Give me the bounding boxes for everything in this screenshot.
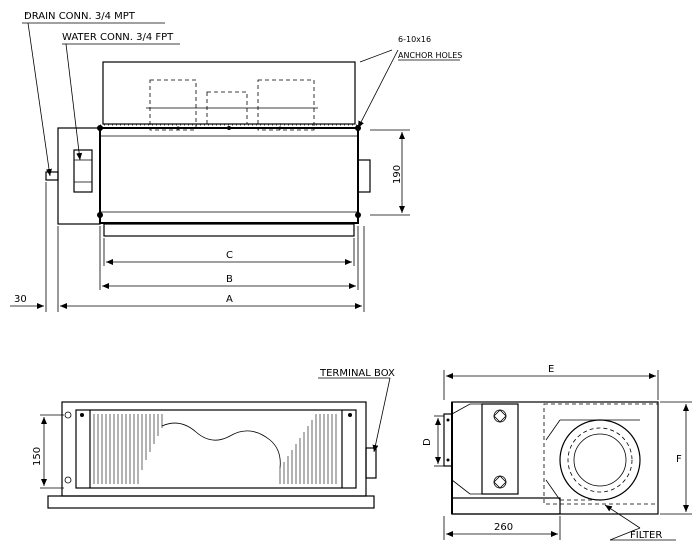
- dim-a-label: A: [226, 294, 233, 305]
- side-view: [434, 370, 692, 541]
- blower-wheel-outer: [559, 419, 641, 501]
- dim-f-label: F: [676, 454, 682, 465]
- terminal-box-label: TERMINAL BOX: [319, 368, 395, 379]
- coil-box: [99, 127, 359, 224]
- anchor-hole-markers: [97, 125, 361, 218]
- front-view: [40, 377, 391, 509]
- front-housing: [61, 401, 367, 497]
- water-connection: [73, 149, 93, 193]
- blower-scroll: [543, 403, 659, 505]
- filter-label: FILTER: [630, 530, 662, 541]
- coil-cutaway: [161, 422, 281, 469]
- terminal-box-top: [357, 159, 371, 193]
- coil-section: [481, 403, 519, 495]
- dim-b-label: B: [226, 274, 233, 285]
- blower-left: [149, 79, 197, 131]
- dim-30-label: 30: [14, 294, 27, 305]
- anchor-holes-label: ANCHOR HOLES: [398, 51, 462, 60]
- dim-150-label: 150: [32, 447, 43, 466]
- dim-e-label: E: [548, 364, 554, 375]
- anchor-count-label: 6-10x16: [398, 35, 431, 44]
- top-view: [10, 13, 460, 312]
- dim-d-label: D: [422, 438, 433, 446]
- dim-190-label: 190: [392, 165, 403, 184]
- blower-wheel-inner: [567, 427, 633, 493]
- terminal-box: [365, 447, 377, 479]
- drain-conn-label: DRAIN CONN. 3/4 MPT: [24, 11, 136, 22]
- dim-c-label: C: [226, 250, 233, 261]
- water-conn-label: WATER CONN. 3/4 FPT: [62, 32, 174, 43]
- side-housing: [451, 401, 659, 515]
- connection-block: [57, 127, 101, 225]
- drain-pan: [103, 223, 355, 237]
- blower-right: [257, 79, 315, 131]
- side-flange: [443, 413, 453, 467]
- coil-fins-frame: [75, 409, 357, 489]
- coil-fins: [93, 414, 337, 484]
- side-drain-pan: [451, 497, 561, 515]
- drain-pan-front: [47, 495, 375, 509]
- dim-260-label: 260: [494, 522, 513, 533]
- drain-connection: [45, 171, 59, 181]
- upper-housing: [102, 61, 356, 125]
